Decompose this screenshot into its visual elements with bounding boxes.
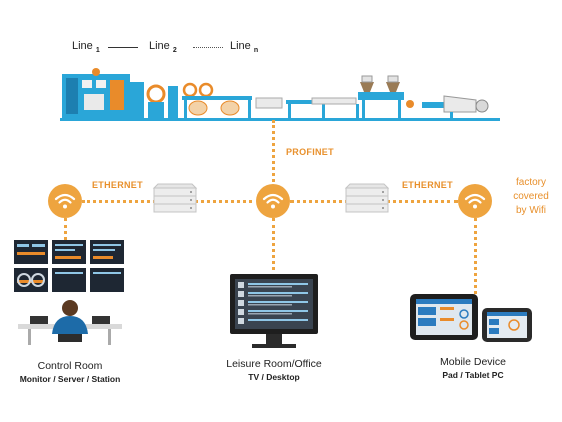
control-room-drop [64, 218, 67, 240]
wifi-node-center [256, 184, 290, 218]
control-room-subtitle: Monitor / Server / Station [19, 374, 121, 384]
leisure-room-caption: Leisure Room/Office TV / Desktop [202, 358, 346, 384]
profinet-link [272, 120, 275, 182]
legend-line-n-label: Line [230, 40, 251, 52]
legend-line-1-sub: 1 [95, 47, 100, 55]
legend-solid-line [108, 47, 138, 48]
leisure-room-subtitle: TV / Desktop [248, 372, 300, 382]
legend-dotted-line [193, 47, 223, 48]
wifi-node-right [458, 184, 492, 218]
control-room-illustration [14, 240, 124, 345]
wifi-icon [262, 193, 284, 209]
leisure-room-title: Leisure Room/Office [226, 358, 322, 370]
wifi-icon [464, 193, 486, 209]
wifi-node-left [48, 184, 82, 218]
wifi-note-line-2: covered [513, 191, 549, 202]
mobile-device-title: Mobile Device [440, 356, 506, 368]
leisure-room-drop [272, 218, 275, 270]
profinet-label: PROFINET [286, 147, 334, 157]
control-room-title: Control Room [37, 360, 103, 372]
legend-line-2: Line 2 [149, 40, 177, 54]
legend-line-1-label: Line [72, 40, 93, 52]
production-line-illustration [60, 68, 500, 121]
wifi-note-line-1: factory [515, 177, 546, 188]
legend-line-2-label: Line [149, 40, 170, 52]
control-room-caption: Control Room Monitor / Server / Station [0, 360, 140, 386]
server-stack-icon-left [152, 183, 198, 213]
wifi-icon [54, 193, 76, 209]
server-stack-icon-right [344, 183, 390, 213]
legend-line-2-sub: 2 [172, 47, 177, 55]
mobile-device-subtitle: Pad / Tablet PC [442, 370, 504, 380]
wifi-note-line-3: by Wifi [516, 205, 546, 216]
legend-line-1: Line 1 [72, 40, 100, 54]
legend-line-n-sub: n [253, 47, 259, 55]
mobile-device-drop [474, 218, 477, 294]
ethernet-label-right: ETHERNET [402, 180, 453, 190]
tv-desktop-illustration [230, 274, 318, 348]
legend-line-n: Line n [230, 40, 258, 54]
wifi-coverage-note: factory covered by Wifi [496, 176, 562, 218]
tablet-pad-illustration [410, 294, 532, 342]
mobile-device-caption: Mobile Device Pad / Tablet PC [406, 356, 540, 382]
ethernet-label-left: ETHERNET [92, 180, 143, 190]
